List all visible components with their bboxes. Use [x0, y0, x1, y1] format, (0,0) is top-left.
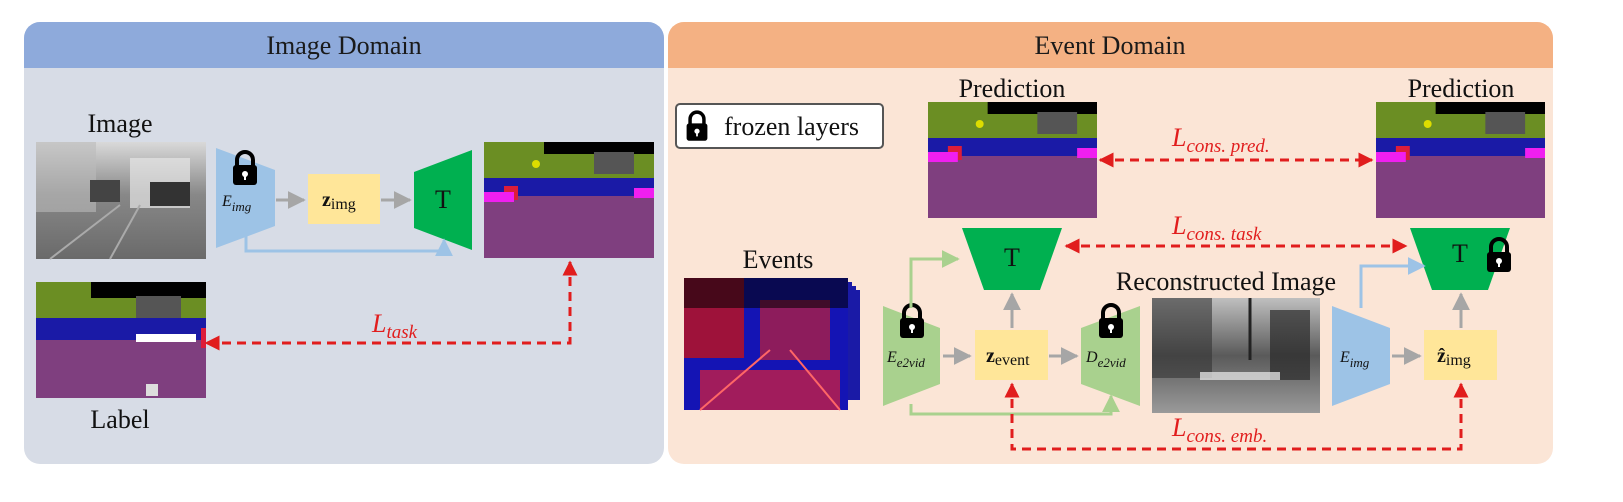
e2vid-decoder-label: De2vid [1085, 349, 1126, 370]
task-loss-label: Ltask [371, 309, 418, 343]
label-map [36, 282, 206, 398]
events-caption: Events [743, 245, 814, 274]
event-task-right-label: T [1452, 239, 1468, 268]
prediction-left-map [928, 102, 1097, 218]
image-prediction-map [484, 142, 654, 258]
event-domain-title: Event Domain [1035, 31, 1186, 60]
reconstructed-image [1152, 298, 1320, 413]
event-task-head-left [962, 228, 1062, 290]
event-latent-label: zevent [986, 345, 1030, 369]
prediction-right-caption: Prediction [1408, 74, 1515, 103]
image-encoder [216, 148, 275, 248]
legend-text: frozen layers [724, 112, 859, 141]
event-domain-panel: Event Domain frozen layers Prediction Pr… [668, 22, 1553, 464]
event-frames-stack [684, 278, 860, 411]
image-domain-title: Image Domain [266, 31, 421, 60]
task-loss-arrow [204, 260, 578, 351]
image-task-head [414, 150, 472, 250]
image-skip-connection [244, 236, 453, 257]
cons-pred-loss-label: Lcons. pred. [1171, 123, 1270, 157]
event-task-head-right [1410, 228, 1510, 290]
e2vid-encoder-label: Ee2vid [886, 349, 925, 370]
image-panel-header [24, 22, 664, 68]
image-encoder-skip-to-task [1359, 257, 1426, 308]
image-task-label: T [435, 185, 451, 214]
image-caption: Image [88, 109, 153, 138]
event-image-encoder [1332, 306, 1390, 406]
event-task-left-label: T [1004, 243, 1020, 272]
input-image [36, 142, 206, 260]
prediction-left-caption: Prediction [959, 74, 1066, 103]
event-latent-box [975, 330, 1048, 380]
e2vid-encoder [883, 306, 940, 406]
image-latent-label: zimg [322, 189, 356, 213]
event-panel-header [668, 22, 1553, 68]
frozen-layers-legend: frozen layers [675, 103, 884, 149]
cons-emb-loss-label: Lcons. emb. [1171, 413, 1267, 447]
cons-emb-loss-arrow [1004, 382, 1469, 451]
cons-task-loss-label: Lcons. task [1171, 211, 1262, 245]
image-domain-panel: Image Domain Image Eimg zimg T Lab [24, 22, 664, 464]
image-encoder-label: Eimg [221, 193, 252, 214]
reconstructed-caption: Reconstructed Image [1116, 267, 1336, 296]
image-latent-box [308, 174, 380, 224]
e2vid-decoder [1081, 306, 1140, 406]
label-caption: Label [90, 405, 149, 434]
event-image-encoder-label: Eimg [1339, 349, 1370, 370]
prediction-right-map [1376, 102, 1545, 218]
e2vid-skip-to-task [909, 250, 960, 308]
latent-hat-label: ẑimg [1437, 345, 1471, 369]
latent-hat-box [1424, 330, 1497, 380]
